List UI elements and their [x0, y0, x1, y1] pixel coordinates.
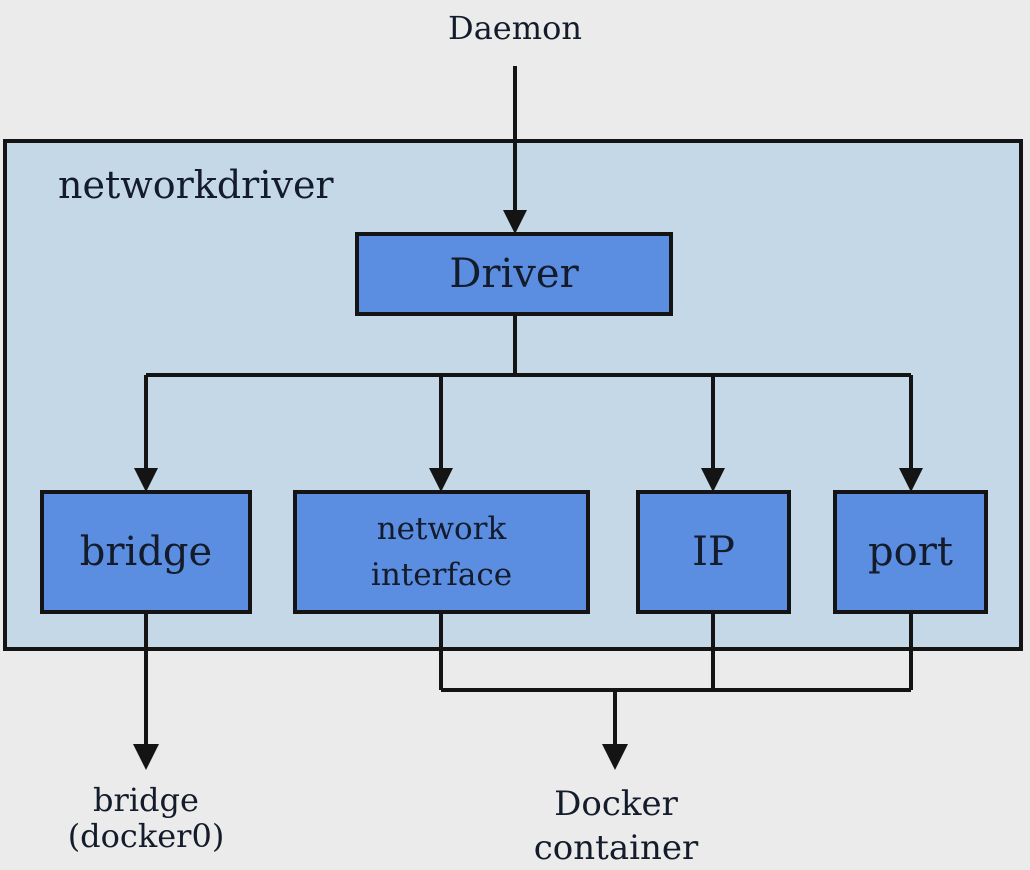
arrowhead-bridge	[134, 468, 158, 492]
docker-container-line2: container	[533, 828, 699, 868]
arrowhead-docker0	[133, 744, 159, 770]
arrowhead-network-interface	[429, 468, 453, 492]
arrowhead-docker-container	[602, 744, 628, 770]
ip-node: IP	[636, 490, 791, 614]
network-interface-node: network interface	[293, 490, 590, 614]
port-label: port	[868, 529, 953, 575]
bridge-docker0-line1: bridge	[93, 781, 199, 819]
port-node: port	[833, 490, 988, 614]
arrowhead-port	[899, 468, 923, 492]
bridge-label: bridge	[79, 529, 213, 575]
driver-label: Driver	[449, 251, 579, 297]
docker-container-label: Docker container	[496, 782, 736, 870]
docker-container-line1: Docker	[554, 784, 678, 824]
bridge-docker0-label: bridge (docker0)	[36, 782, 256, 854]
daemon-label: Daemon	[448, 9, 582, 47]
bridge-node: bridge	[40, 490, 252, 614]
networkdriver-label: networkdriver	[58, 163, 334, 207]
network-interface-label-line1: network	[376, 511, 507, 547]
ip-label: IP	[692, 529, 735, 575]
driver-node: Driver	[355, 232, 673, 316]
network-interface-label-line2: interface	[370, 557, 513, 593]
bridge-docker0-line2: (docker0)	[67, 817, 225, 855]
arrowhead-ip	[701, 468, 725, 492]
arrowhead-driver	[503, 210, 527, 234]
